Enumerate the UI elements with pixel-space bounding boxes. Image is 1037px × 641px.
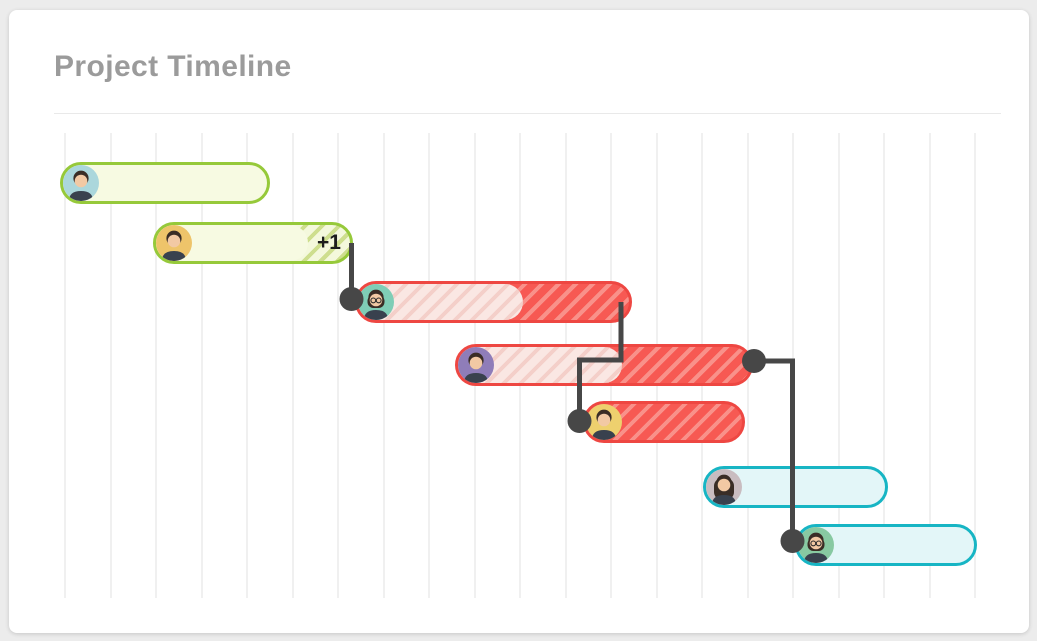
avatar-photo: [358, 284, 394, 320]
person-icon: [69, 170, 93, 201]
title-divider: [54, 113, 1001, 114]
gridline: [200, 133, 203, 598]
assignee-avatar[interactable]: [358, 284, 394, 320]
task-bar-3[interactable]: [355, 281, 632, 323]
task-bar-7[interactable]: [795, 524, 977, 566]
gridline: [291, 133, 294, 598]
gridline: [64, 133, 66, 598]
task-bar-6[interactable]: [703, 466, 888, 508]
gridline: [974, 133, 976, 598]
person-icon: [804, 532, 828, 563]
gridline: [792, 133, 794, 598]
assignee-avatar[interactable]: [156, 225, 192, 261]
assignee-avatar[interactable]: [586, 404, 622, 440]
glasses-icon: [810, 540, 822, 547]
gridline: [246, 133, 248, 598]
gridline: [837, 133, 840, 598]
task-bar-4[interactable]: [455, 344, 753, 386]
timeline-card: Project Timeline +1: [9, 10, 1029, 633]
extra-assignees-badge[interactable]: +1: [317, 231, 341, 254]
gridline: [155, 133, 157, 598]
task-bar-1[interactable]: [60, 162, 270, 204]
avatar-photo: [798, 527, 834, 563]
glasses-icon: [370, 297, 382, 304]
page-title: Project Timeline: [54, 50, 292, 83]
gridline: [928, 133, 931, 598]
task-bar-2[interactable]: +1: [153, 222, 353, 264]
avatar-photo: [458, 347, 494, 383]
assignee-avatar[interactable]: [706, 469, 742, 505]
assignee-avatar[interactable]: [63, 165, 99, 201]
task-bar-5[interactable]: [583, 401, 745, 443]
avatar-photo: [586, 404, 622, 440]
avatar-photo: [706, 469, 742, 505]
person-icon: [712, 474, 736, 505]
person-icon: [364, 289, 388, 320]
gridline: [382, 133, 385, 598]
avatar-photo: [63, 165, 99, 201]
assignee-avatar[interactable]: [798, 527, 834, 563]
avatar-photo: [156, 225, 192, 261]
person-icon: [162, 230, 186, 261]
gridline: [883, 133, 885, 598]
gridline: [428, 133, 430, 598]
person-icon: [464, 352, 488, 383]
gridline: [337, 133, 339, 598]
assignee-avatar[interactable]: [458, 347, 494, 383]
gridline: [109, 133, 112, 598]
